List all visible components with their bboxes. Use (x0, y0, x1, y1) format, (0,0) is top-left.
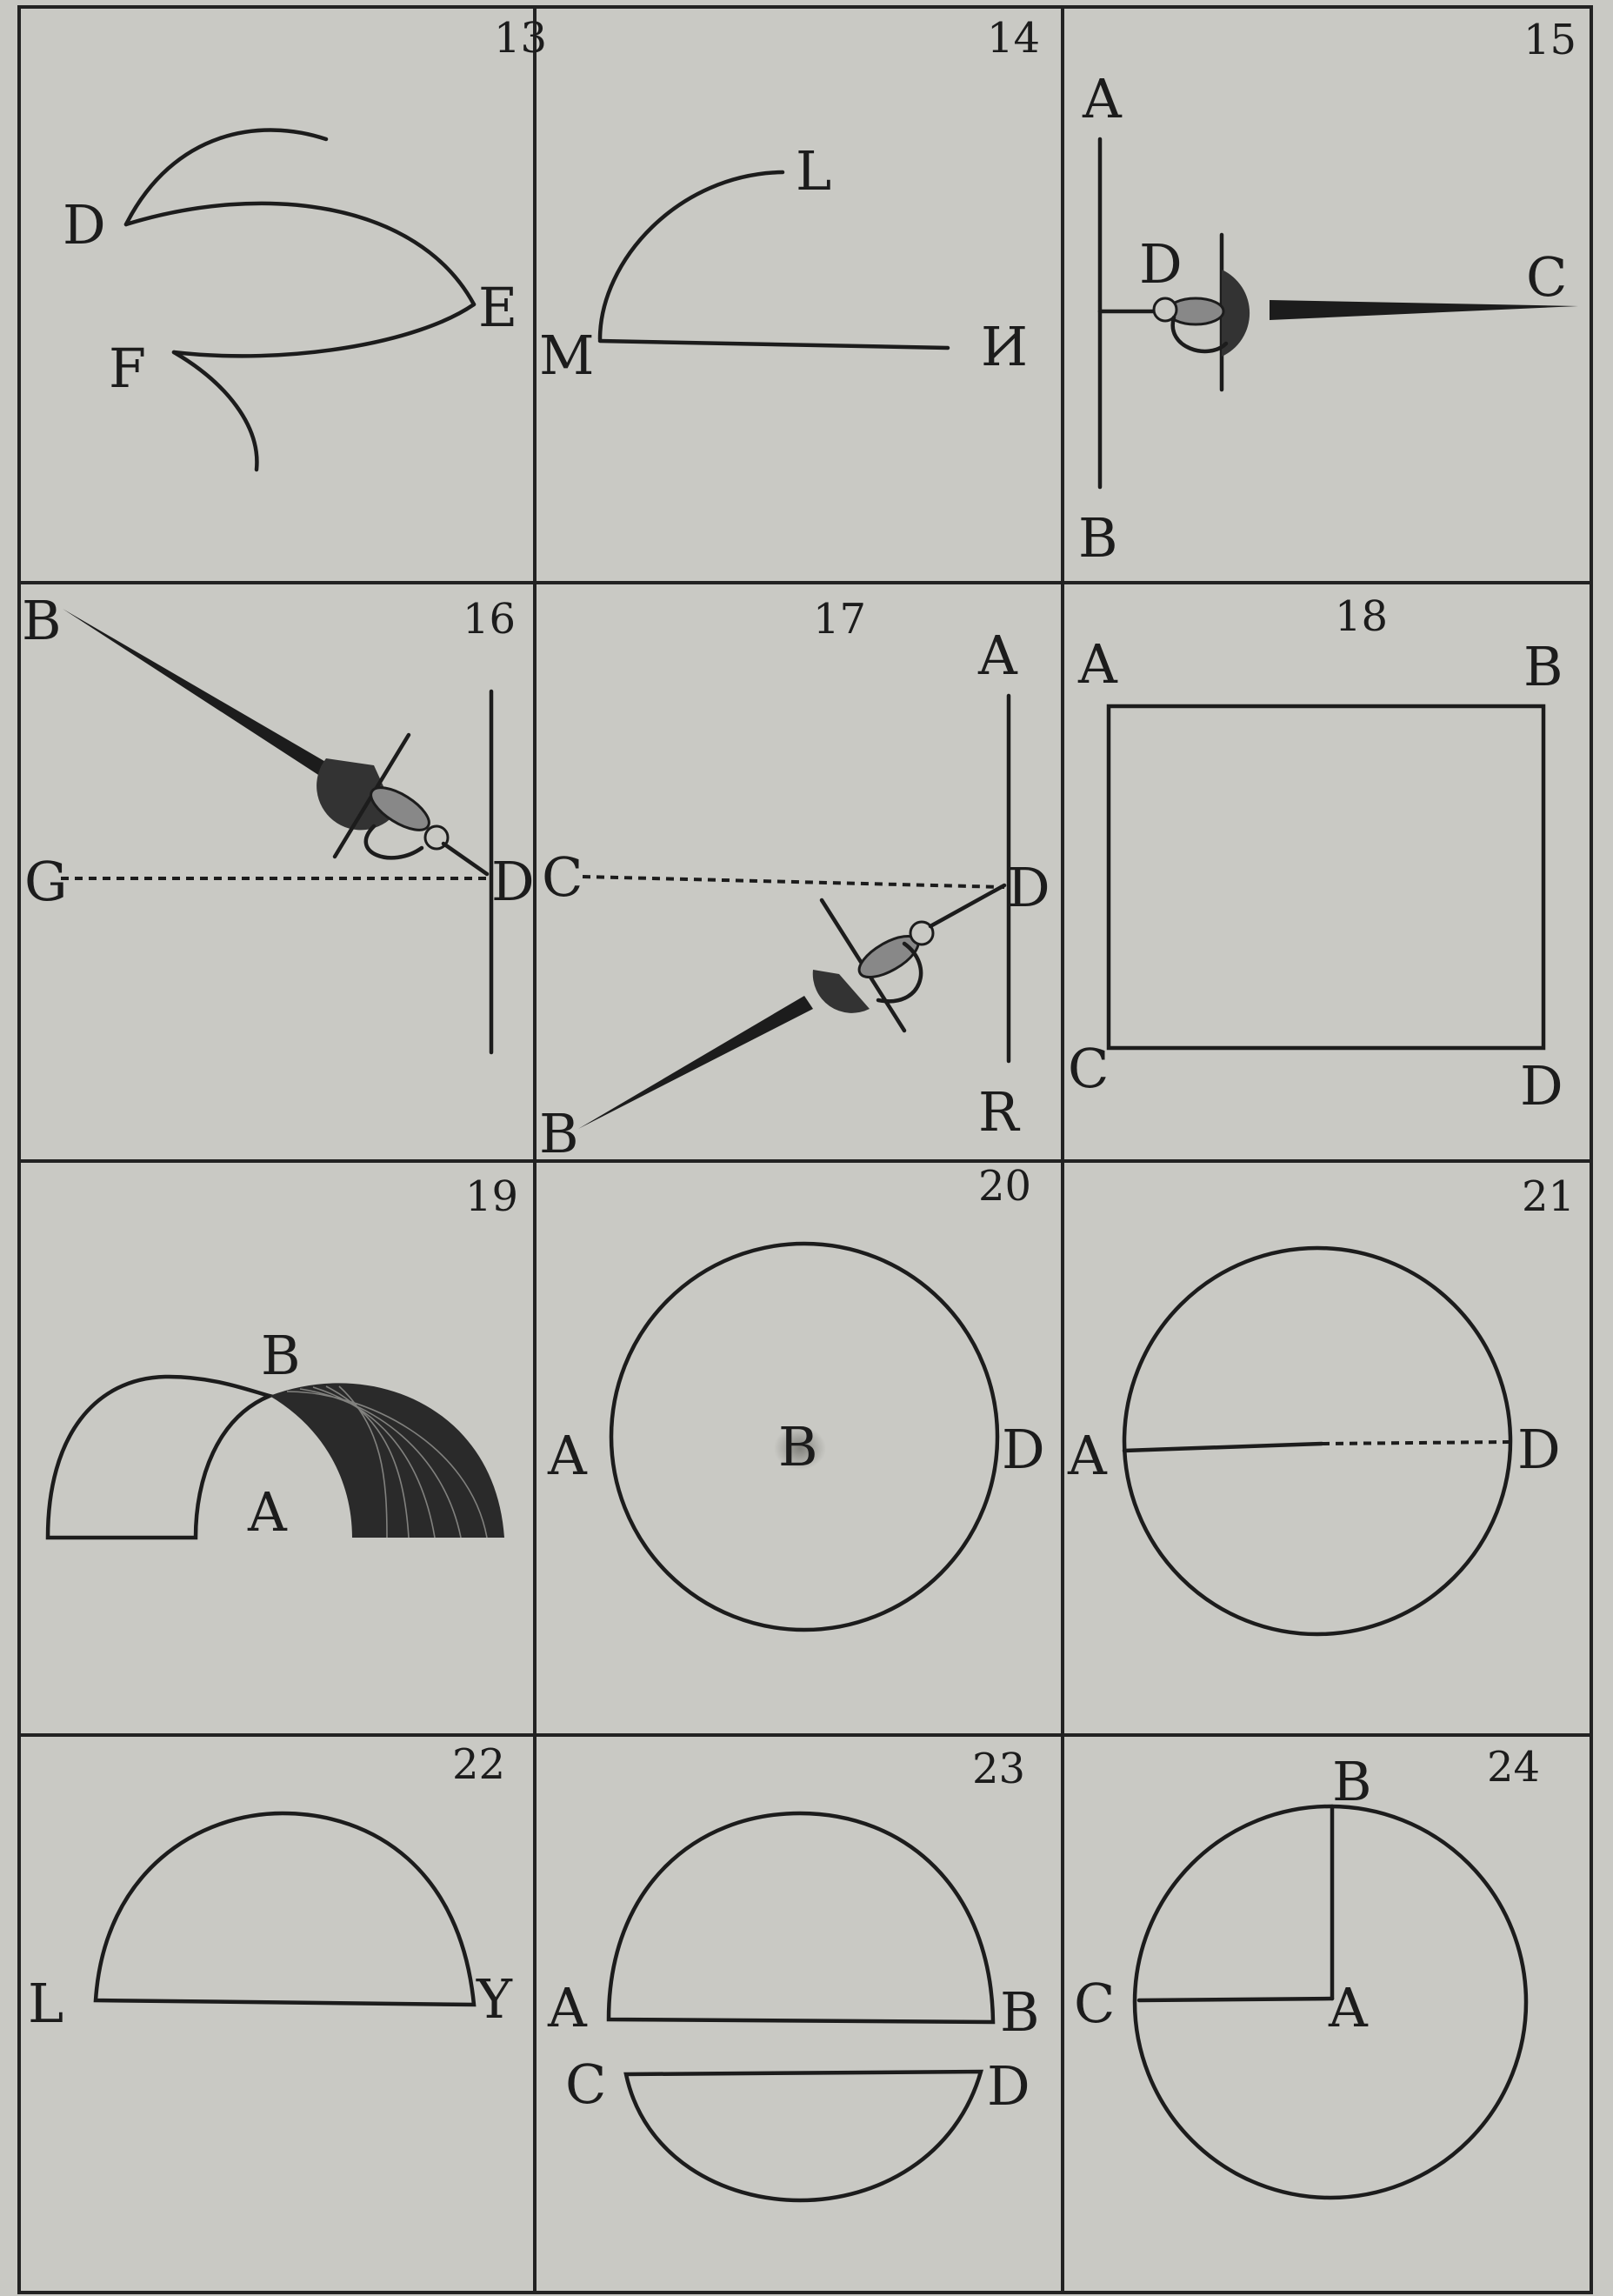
sword-icon (1152, 232, 1578, 392)
label-A: A (247, 1480, 288, 1544)
label-B: B (1078, 506, 1118, 570)
label-C: C (1068, 1037, 1109, 1100)
figure-number: 17 (813, 595, 866, 644)
label-A: A (977, 624, 1018, 687)
label-D: D (1007, 856, 1050, 919)
label-B: B (22, 589, 62, 652)
label-A: A (1067, 1424, 1108, 1487)
figure-number: 24 (1487, 1743, 1540, 1792)
figure-number: 15 (1523, 16, 1576, 64)
label-B: B (261, 1324, 301, 1387)
figure-number: 20 (978, 1162, 1031, 1211)
figure-number: 18 (1335, 592, 1388, 641)
label-C: C (1074, 1972, 1115, 2035)
figure-16: 16 B G D (22, 589, 535, 1055)
figure-20: 20 A B D (547, 1162, 1045, 1632)
plate-grid (17, 5, 1593, 2294)
label-A: A (547, 1976, 588, 2039)
label-D: D (1520, 1054, 1563, 1118)
label-D: D (987, 2054, 1030, 2118)
figure-number: 13 (494, 14, 547, 63)
figure-22: 22 L Y (28, 1740, 513, 2035)
label-L: L (28, 1972, 63, 2035)
label-C: C (542, 845, 583, 909)
figure-number: 23 (972, 1745, 1025, 1793)
figure-number: 21 (1522, 1172, 1575, 1221)
figure-24: 24 A B C (1074, 1743, 1540, 2200)
sword-icon (578, 883, 1007, 1129)
label-D: D (1517, 1418, 1561, 1481)
label-A: A (1077, 632, 1118, 696)
figure-number: 16 (463, 595, 516, 644)
label-D: D (491, 850, 535, 913)
label-D: D (63, 193, 106, 257)
figure-18: 18 A B C D (1068, 592, 1563, 1118)
label-B: B (1332, 1750, 1372, 1813)
figure-21: 21 A D (1067, 1172, 1575, 1637)
label-R: R (978, 1080, 1021, 1144)
label-B: B (539, 1102, 579, 1165)
figure-23: 23 A B C D (547, 1745, 1040, 2203)
label-C: C (1526, 245, 1567, 309)
label-A: A (547, 1424, 588, 1487)
label-C: C (565, 2052, 606, 2116)
label-D: D (1139, 232, 1183, 296)
label-D: D (1002, 1418, 1045, 1481)
label-A: A (1082, 67, 1123, 130)
label-F: F (109, 337, 146, 400)
label-B: B (1523, 635, 1563, 698)
sword-icon (63, 609, 490, 877)
figure-17: 17 A C D B R (539, 595, 1050, 1165)
label-G: G (24, 850, 68, 913)
figure-14: 14 L M И (539, 14, 1040, 387)
label-A: A (1328, 1976, 1369, 2039)
label-M: M (539, 324, 594, 387)
label-N: И (981, 315, 1028, 378)
figure-number: 14 (987, 14, 1040, 63)
figure-13: 13 D E F (63, 14, 547, 472)
figure-15: 15 A B C D (1078, 16, 1578, 570)
label-B: B (778, 1415, 818, 1478)
label-L: L (796, 139, 831, 203)
figure-19: 19 B A (45, 1172, 518, 1544)
label-Y: Y (476, 1967, 513, 2031)
figure-number: 19 (465, 1172, 518, 1221)
label-E: E (478, 276, 517, 339)
label-B: B (1000, 1980, 1040, 2044)
figure-number: 22 (452, 1740, 505, 1789)
